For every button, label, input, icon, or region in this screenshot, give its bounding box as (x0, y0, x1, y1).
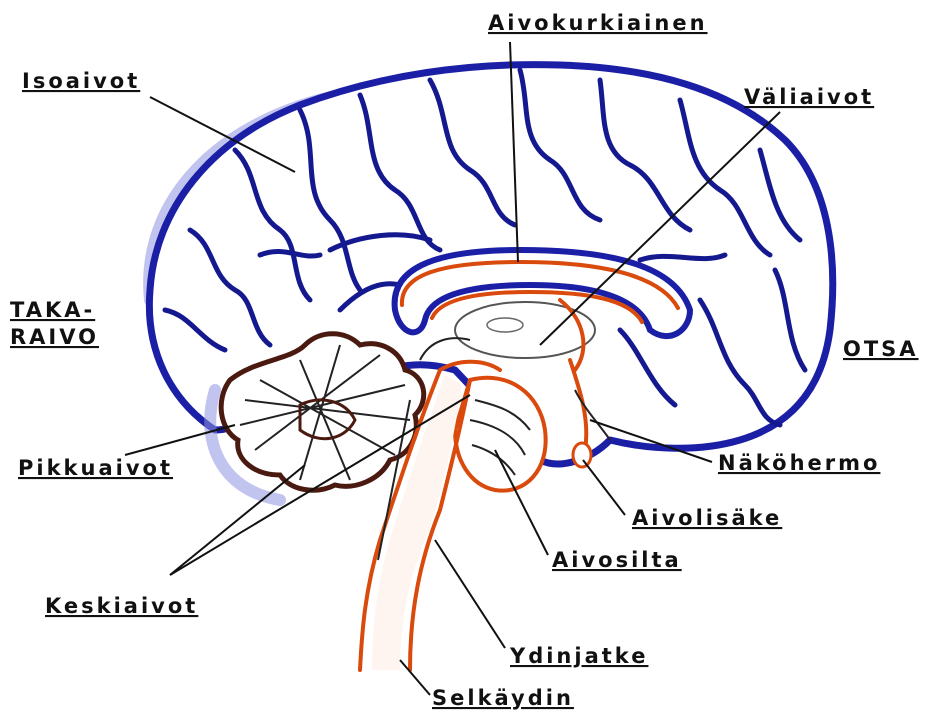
leader-aivolisake (583, 460, 625, 515)
label-pikkuaivot: Pikkuaivot (18, 456, 173, 480)
label-keskiaivot: Keskiaivot (45, 594, 198, 618)
label-selkaydin: Selkäydin (432, 686, 574, 710)
label-isoaivot: Isoaivot (22, 69, 140, 93)
label-otsa: OTSA (843, 337, 919, 361)
leader-ydinjatke (435, 540, 505, 648)
label-takaraivo-line2: RAIVO (10, 325, 99, 349)
label-nakohermo: Näköhermo (718, 451, 880, 475)
leader-selkaydin (400, 660, 430, 695)
label-valiaivot: Väliaivot (744, 85, 874, 109)
label-aivokurkiainen: Aivokurkiainen (488, 11, 708, 35)
label-aivosilta: Aivosilta (552, 548, 682, 572)
label-ydinjatke: Ydinjatke (509, 644, 648, 668)
label-takaraivo-line1: TAKA- (10, 298, 95, 322)
thalamus (455, 302, 595, 358)
label-aivolisake: Aivolisäke (632, 506, 782, 530)
